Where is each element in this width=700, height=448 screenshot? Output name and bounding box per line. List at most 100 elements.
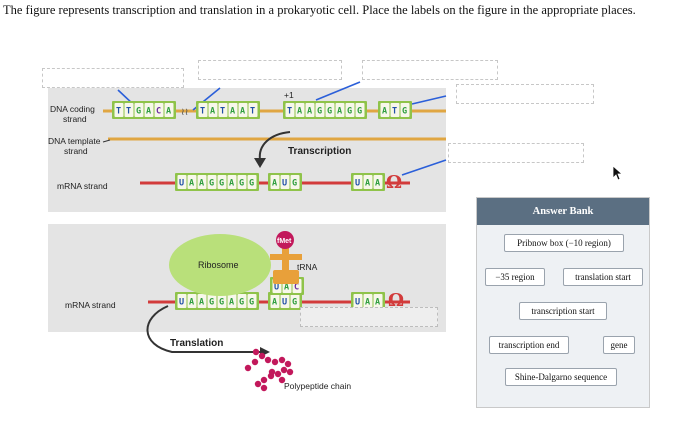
nucleotide-tile xyxy=(114,103,124,117)
answer-bank: Answer Bank Pribnow box (−10 region) −35… xyxy=(476,197,650,408)
nucleotide-letter: A xyxy=(230,107,235,117)
nucleotide-letter: G xyxy=(209,298,214,308)
nucleotide-tile xyxy=(345,103,355,117)
nucleotide-tile xyxy=(295,103,305,117)
amino-acid-bead xyxy=(244,364,252,372)
amino-acid-bead xyxy=(258,352,266,360)
dna-coding-label-1: DNA coding xyxy=(50,104,95,114)
nucleotide-tile xyxy=(134,103,144,117)
mrna-label-top: mRNA strand xyxy=(57,181,108,191)
amino-acid-bead xyxy=(254,380,262,388)
trna-label: tRNA xyxy=(297,262,318,272)
amino-acid-bead xyxy=(264,356,272,364)
nucleotide-tile xyxy=(290,175,300,189)
nucleotide-letter: A xyxy=(297,107,302,117)
nucleotide-tile xyxy=(227,294,237,308)
chip-gene[interactable]: gene xyxy=(603,336,635,354)
chip-pribnow-box[interactable]: Pribnow box (−10 region) xyxy=(504,234,624,252)
fmet-label: fMet xyxy=(277,238,292,245)
nucleotide-letter: A xyxy=(146,107,151,117)
nucleotide-tile xyxy=(164,103,174,117)
chip-translation-start[interactable]: translation start xyxy=(563,268,643,286)
nucleotide-letter: G xyxy=(209,179,214,189)
nucleotide-letter: G xyxy=(219,179,224,189)
nucleotide-letter: A xyxy=(189,179,194,189)
nucleotide-tile xyxy=(373,175,383,189)
chip-minus-35-region[interactable]: −35 region xyxy=(485,268,545,286)
nucleotide-letter: G xyxy=(249,179,254,189)
nucleotide-letter: A xyxy=(229,298,234,308)
nucleotide-tile xyxy=(177,175,187,189)
nucleotide-letter: A xyxy=(365,179,370,189)
nucleotide-tile xyxy=(228,103,238,117)
amino-acid-bead xyxy=(286,368,294,376)
break-symbol: ≀≀ xyxy=(181,107,189,118)
chip-transcription-end[interactable]: transcription end xyxy=(489,336,569,354)
drop-zone-3[interactable] xyxy=(362,60,498,80)
nucleotide-tile xyxy=(248,103,258,117)
nucleotide-letter: C xyxy=(294,283,299,293)
dna-template-label-2: strand xyxy=(64,146,88,156)
amino-acid-bead xyxy=(268,368,276,376)
nucleotide-tile xyxy=(207,175,217,189)
nucleotide-letter: G xyxy=(347,107,352,117)
nucleotide-tile xyxy=(305,103,315,117)
nucleotide-tile xyxy=(154,103,164,117)
drop-zone-4[interactable] xyxy=(456,84,594,104)
nucleotide-letter: U xyxy=(282,179,287,189)
nucleotide-letter: A xyxy=(272,298,277,308)
transcription-arrow xyxy=(258,131,291,161)
mouse-cursor-icon xyxy=(612,165,624,181)
nucleotide-tile xyxy=(237,294,247,308)
nucleotide-tile xyxy=(197,294,207,308)
nucleotide-tile xyxy=(373,294,383,308)
nucleotide-letter: C xyxy=(156,107,161,117)
drop-zone-5[interactable] xyxy=(448,143,584,163)
nucleotide-tile xyxy=(197,175,207,189)
nucleotide-tile xyxy=(285,103,295,117)
nucleotide-letter: T xyxy=(126,107,131,117)
nucleotide-tile xyxy=(237,175,247,189)
chip-transcription-start[interactable]: transcription start xyxy=(519,302,607,320)
nucleotide-tile xyxy=(325,103,335,117)
nucleotide-letter: A xyxy=(199,179,204,189)
drop-zone-2[interactable] xyxy=(198,60,342,80)
nucleotide-tile xyxy=(187,175,197,189)
nucleotide-tile xyxy=(227,175,237,189)
drop-zone-1[interactable] xyxy=(42,68,184,88)
nucleotide-letter: U xyxy=(355,298,360,308)
nucleotide-letter: T xyxy=(220,107,225,117)
nucleotide-letter: G xyxy=(402,107,407,117)
polypeptide-label: Polypeptide chain xyxy=(284,381,351,391)
nucleotide-tile xyxy=(198,103,208,117)
amino-acid-bead xyxy=(280,366,288,374)
nucleotide-letter: T xyxy=(392,107,397,117)
nucleotide-tile xyxy=(315,103,325,117)
question-prompt: The figure represents transcription and … xyxy=(3,3,636,17)
nucleotide-tile xyxy=(290,294,300,308)
nucleotide-letter: A xyxy=(272,179,277,189)
nucleotide-letter: A xyxy=(365,298,370,308)
nucleotide-letter: G xyxy=(317,107,322,117)
nucleotide-tile xyxy=(363,175,373,189)
nucleotide-tile xyxy=(208,103,218,117)
nucleotide-tile xyxy=(280,175,290,189)
nucleotide-letter: G xyxy=(292,179,297,189)
drop-zone-6[interactable] xyxy=(300,307,438,327)
nucleotide-letter: A xyxy=(166,107,171,117)
chip-shine-dalgarno[interactable]: Shine-Dalgarno sequence xyxy=(505,368,617,386)
nucleotide-tile xyxy=(353,175,363,189)
nucleotide-tile xyxy=(177,294,187,308)
nucleotide-tile xyxy=(217,175,227,189)
nucleotide-letter: G xyxy=(292,298,297,308)
amino-acid-bead xyxy=(260,384,268,392)
nucleotide-letter: T xyxy=(250,107,255,117)
nucleotide-letter: A xyxy=(375,179,380,189)
nucleotide-letter: U xyxy=(274,283,279,293)
